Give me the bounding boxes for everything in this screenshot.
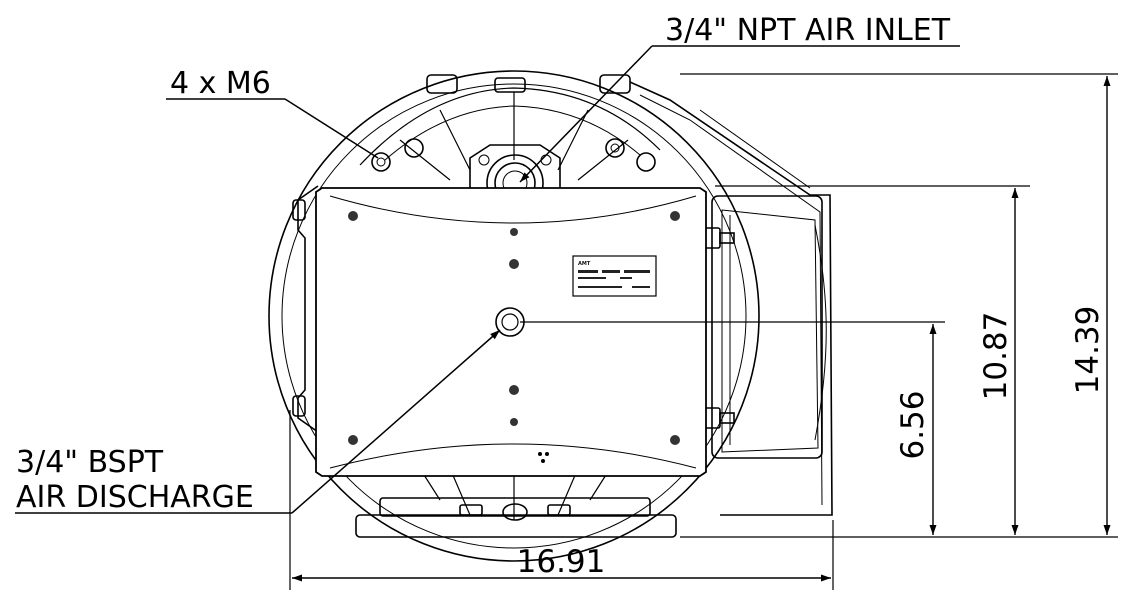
base-foot: [355, 514, 677, 538]
nameplate: AMT: [572, 255, 657, 297]
callout-air-discharge: 3/4" BSPT AIR DISCHARGE: [15, 329, 501, 515]
housing-ring-outer: [268, 70, 760, 562]
dim-overall-width: 16.91: [292, 544, 831, 582]
mount-hole-top-right: [605, 138, 625, 158]
top-boss-right: [599, 74, 631, 94]
extension-lines: [289, 73, 1118, 590]
discharge-duct: [629, 81, 833, 516]
nameplate-brand: AMT: [578, 261, 591, 267]
overall-height-value: 14.39: [1070, 306, 1106, 395]
muffler-box: [711, 195, 823, 459]
cover-plate: [315, 187, 707, 477]
top-boss-left: [426, 74, 458, 94]
overall-width-value: 16.91: [517, 544, 606, 580]
mount-holes-label: 4 x M6: [170, 66, 271, 101]
cover-screw: [348, 435, 358, 445]
air-discharge-label-line2: AIR DISCHARGE: [16, 480, 254, 515]
callout-mount-holes: 4 x M6: [166, 66, 379, 159]
callout-air-inlet: 3/4" NPT AIR INLET: [519, 13, 960, 183]
cover-screw: [670, 435, 680, 445]
dim-overall-height: 14.39: [1070, 76, 1111, 535]
discharge-height-value: 6.56: [895, 390, 931, 459]
cover-screw: [670, 211, 680, 221]
air-inlet-label: 3/4" NPT AIR INLET: [665, 13, 951, 48]
dim-discharge-height: 6.56: [895, 324, 937, 535]
left-side-flange: [297, 185, 319, 433]
dim-inlet-height: 10.87: [978, 188, 1019, 535]
pump-body: [268, 70, 833, 562]
top-housing-arch: [359, 87, 661, 166]
air-discharge-label-line1: 3/4" BSPT: [16, 445, 164, 480]
inlet-height-value: 10.87: [978, 312, 1014, 401]
housing-ring-inner: [281, 83, 747, 549]
mount-hole-top-left: [371, 152, 391, 172]
cover-screw: [348, 211, 358, 221]
